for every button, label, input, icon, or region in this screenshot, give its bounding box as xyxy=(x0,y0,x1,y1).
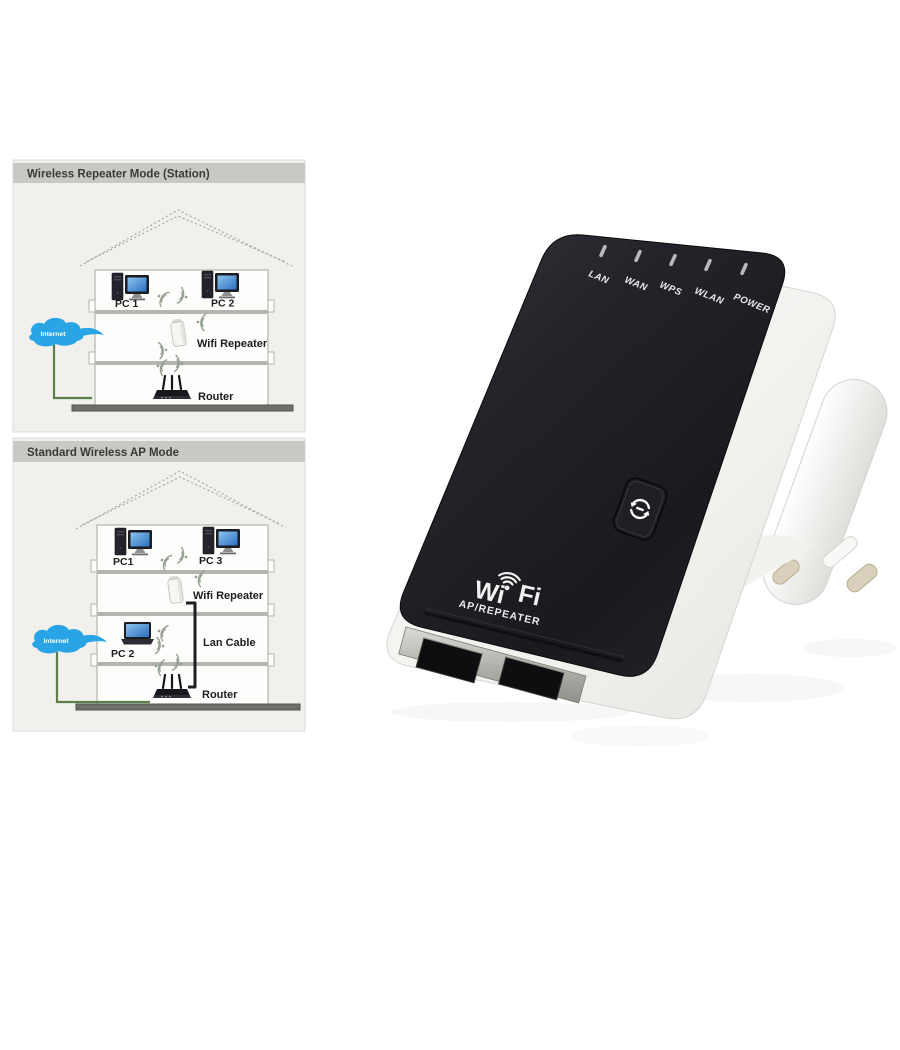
wifi-repeater-device: RESET LAN WAN WPS WLAN xyxy=(386,234,898,747)
pc2-label: PC 2 xyxy=(211,298,235,310)
pc2-laptop-icon xyxy=(121,622,154,645)
ground-bar xyxy=(75,703,301,711)
pc2-label: PC 2 xyxy=(111,648,135,660)
lan-led xyxy=(599,244,607,258)
pc3-label: PC 3 xyxy=(199,555,223,567)
panel-2-title: Standard Wireless AP Mode xyxy=(27,447,179,459)
wlan-led xyxy=(704,258,712,272)
device-black-face xyxy=(399,234,786,677)
face-groove-highlight xyxy=(425,608,625,657)
plug-pin-right xyxy=(822,536,878,593)
pc1-label: PC1 xyxy=(113,556,134,568)
house-roof xyxy=(79,209,293,267)
panel-1-title: Wireless Repeater Mode (Station) xyxy=(27,169,210,181)
internet-line xyxy=(55,649,150,704)
pc1-label: PC 1 xyxy=(115,298,139,310)
house-roof xyxy=(75,470,287,530)
wifi-repeater-label: Wifi Repeater xyxy=(193,590,264,602)
wps-button xyxy=(612,477,668,541)
device-shadow xyxy=(390,702,630,722)
wifi-repeater-label: Wifi Repeater xyxy=(197,338,268,350)
ground-bar xyxy=(71,404,294,412)
router-label: Router xyxy=(198,391,234,403)
panel-wireless-repeater-mode: Wireless Repeater Mode (Station) PC 1 PC… xyxy=(12,159,306,433)
internet-label: Internet xyxy=(44,638,70,645)
lan-cable-label: Lan Cable xyxy=(203,637,256,649)
power-led xyxy=(740,262,748,276)
panel-1-header-bar xyxy=(13,163,305,183)
face-groove xyxy=(423,611,623,663)
wps-led xyxy=(669,253,677,267)
logo-wi: Wi xyxy=(472,576,508,610)
panel-standard-ap-mode: Standard Wireless AP Mode PC1 PC 3 Wifi … xyxy=(12,437,306,732)
wifi-signal-icon xyxy=(498,572,521,591)
internet-label: Internet xyxy=(41,331,67,338)
plug-pin-left xyxy=(772,559,800,585)
ethernet-ports xyxy=(398,626,587,704)
wan-led xyxy=(634,249,642,263)
internet-line xyxy=(52,344,92,400)
router-label: Router xyxy=(202,689,238,701)
device-reflection xyxy=(570,725,710,747)
panel-2-header-bar xyxy=(13,441,305,462)
device-shadow xyxy=(802,639,898,657)
led-slots xyxy=(599,244,748,276)
wps-sync-icon xyxy=(629,498,651,520)
lan-cable xyxy=(186,601,197,689)
